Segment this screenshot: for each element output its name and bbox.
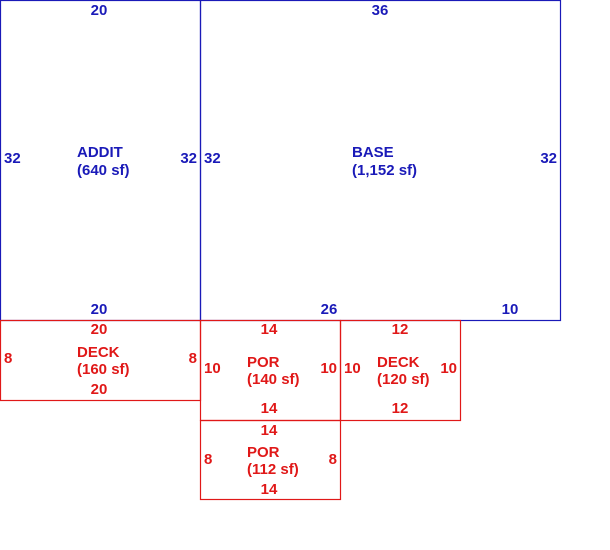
por-112-left-dim: 8 (204, 451, 212, 468)
por-112-outline (199, 419, 342, 501)
base-bottom-left-dim: 26 (321, 301, 338, 318)
area-por-140: 14 14 10 10 POR (140 sf) (199, 319, 342, 422)
deck-160-top-dim: 20 (91, 321, 108, 338)
por-140-area: (140 sf) (247, 371, 300, 388)
por-140-right-dim: 10 (320, 360, 337, 377)
base-top-dim: 36 (372, 2, 389, 19)
base-name: BASE (352, 144, 394, 161)
por-112-name: POR (247, 444, 280, 461)
deck-120-outline (339, 319, 462, 422)
addit-top-dim: 20 (91, 2, 108, 19)
base-right-dim: 32 (540, 150, 557, 167)
addit-name: ADDIT (77, 144, 123, 161)
deck-160-name: DECK (77, 344, 120, 361)
por-112-bottom-dim: 14 (261, 481, 278, 498)
area-por-112: 14 14 8 8 POR (112 sf) (199, 419, 342, 501)
addit-left-dim: 32 (4, 150, 21, 167)
area-base: 36 26 10 32 32 BASE (1,152 sf) (199, 0, 562, 322)
deck-160-right-dim: 8 (189, 350, 197, 367)
por-112-area: (112 sf) (247, 461, 299, 478)
base-left-dim: 32 (204, 150, 221, 167)
area-deck-160: 20 20 8 8 DECK (160 sf) (0, 319, 202, 402)
area-addit: 20 20 32 32 ADDIT (640 sf) (0, 0, 202, 322)
deck-120-right-dim: 10 (440, 360, 457, 377)
deck-120-name: DECK (377, 354, 420, 371)
deck-120-bottom-dim: 12 (392, 400, 409, 417)
area-deck-120: 12 12 10 10 DECK (120 sf) (339, 319, 462, 422)
por-140-left-dim: 10 (204, 360, 221, 377)
por-140-name: POR (247, 354, 280, 371)
addit-right-dim: 32 (180, 150, 197, 167)
por-112-right-dim: 8 (329, 451, 337, 468)
base-bottom-right-dim: 10 (502, 301, 519, 318)
addit-area: (640 sf) (77, 162, 130, 179)
por-112-top-dim: 14 (261, 422, 278, 439)
deck-160-bottom-dim: 20 (91, 381, 108, 398)
deck-160-area: (160 sf) (77, 361, 130, 378)
deck-160-left-dim: 8 (4, 350, 12, 367)
deck-120-left-dim: 10 (344, 360, 361, 377)
por-140-top-dim: 14 (261, 321, 278, 338)
addit-bottom-dim: 20 (91, 301, 108, 318)
deck-120-area: (120 sf) (377, 371, 430, 388)
base-area: (1,152 sf) (352, 162, 417, 179)
por-140-bottom-dim: 14 (261, 400, 278, 417)
deck-120-top-dim: 12 (392, 321, 409, 338)
